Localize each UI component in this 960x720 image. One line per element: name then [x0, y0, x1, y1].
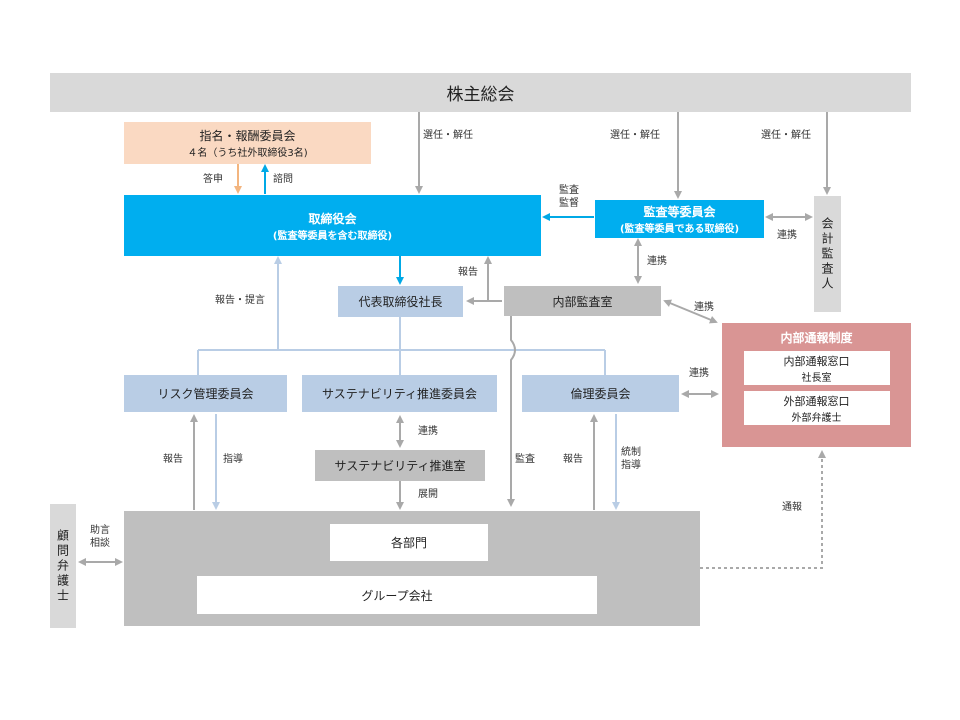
label-report-risk: 報告: [163, 454, 183, 465]
label-elect-audit: 選任・解任: [610, 130, 660, 141]
accounting-auditor: 会計監査人: [814, 196, 841, 312]
label-report-ethics: 報告: [563, 454, 583, 465]
ethics-committee: 倫理委員会: [522, 375, 679, 412]
audit-committee-title: 監査等委員会: [643, 205, 716, 219]
label-answer: 答申: [203, 174, 223, 185]
label-report-internal: 報告: [458, 267, 478, 278]
advisor-lawyer-label: 顧問弁護士: [55, 528, 70, 604]
board-of-directors: 取締役会 (監査等委員を含む取締役): [124, 195, 541, 256]
ethics-committee-label: 倫理委員会: [570, 387, 631, 401]
risk-committee-label: リスク管理委員会: [157, 387, 254, 401]
group-companies-label: グループ会社: [361, 588, 433, 603]
label-guide-risk: 指導: [223, 454, 243, 465]
nomination-sub: ４名（うち社外取締役3名): [187, 148, 308, 159]
label-coop-accounting: 連携: [777, 230, 797, 241]
sustainability-office: サステナビリティ推進室: [315, 450, 485, 481]
sustainability-committee: サステナビリティ推進委員会: [302, 375, 497, 412]
label-consult: 諮問: [273, 174, 293, 185]
label-control-2: 指導: [621, 460, 641, 471]
label-advice-1: 助言: [90, 525, 110, 536]
advisor-lawyer: 顧問弁護士: [50, 504, 76, 628]
arrow-audit-departments: [507, 316, 516, 507]
group-companies: グループ会社: [197, 576, 597, 614]
audit-committee-sub: (監査等委員である取締役): [619, 224, 740, 235]
label-coop-internal-audit: 連携: [647, 256, 667, 267]
label-advice-2: 相談: [90, 538, 110, 549]
sustainability-committee-label: サステナビリティ推進委員会: [321, 387, 478, 401]
external-hotline: 外部通報窓口 外部弁護士: [743, 391, 890, 425]
external-hotline-title: 外部通報窓口: [783, 394, 850, 408]
internal-audit-office: 内部監査室: [504, 286, 661, 316]
label-coop-whistle: 連携: [694, 302, 714, 313]
internal-hotline: 内部通報窓口 社長室: [743, 351, 890, 385]
label-elect-accounting: 選任・解任: [761, 130, 811, 141]
departments: 各部門: [330, 524, 488, 561]
shareholders-meeting: 株主総会: [50, 73, 911, 112]
label-audit-supervise-2: 監督: [559, 198, 579, 209]
board-sub: (監査等委員を含む取締役): [272, 230, 393, 242]
arrow-coop-whistle: [663, 299, 718, 324]
internal-audit-label: 内部監査室: [552, 294, 613, 309]
nomination-committee: 指名・報酬委員会 ４名（うち社外取締役3名): [124, 122, 371, 164]
label-report-propose: 報告・提言: [215, 295, 265, 306]
board-title: 取締役会: [308, 211, 357, 226]
external-hotline-sub: 外部弁護士: [791, 412, 842, 424]
label-elect-board: 選任・解任: [423, 130, 473, 141]
nomination-title: 指名・報酬委員会: [199, 129, 296, 143]
label-audit-departments: 監査: [515, 454, 535, 465]
whistleblowing-system: 内部通報制度 内部通報窓口 社長室 外部通報窓口 外部弁護士: [722, 323, 911, 447]
label-deploy: 展開: [418, 489, 438, 500]
president: 代表取締役社長: [338, 286, 463, 317]
audit-committee: 監査等委員会 (監査等委員である取締役): [595, 200, 764, 238]
president-label: 代表取締役社長: [358, 295, 443, 309]
internal-hotline-sub: 社長室: [801, 372, 832, 384]
label-coop-ethics-whistle: 連携: [689, 368, 709, 379]
label-whistle-report: 通報: [782, 502, 802, 513]
arrow-whistle-report: [700, 450, 826, 569]
departments-label: 各部門: [390, 536, 427, 550]
sustainability-office-label: サステナビリティ推進室: [334, 459, 466, 473]
label-control-1: 統制: [621, 447, 641, 458]
accounting-auditor-label: 会計監査人: [820, 216, 834, 292]
internal-hotline-title: 内部通報窓口: [783, 354, 850, 368]
whistle-title: 内部通報制度: [780, 331, 853, 345]
label-audit-supervise-1: 監査: [559, 185, 579, 196]
risk-committee: リスク管理委員会: [124, 375, 287, 412]
label-coop-sust: 連携: [418, 426, 438, 437]
shareholders-label: 株主総会: [446, 85, 515, 105]
